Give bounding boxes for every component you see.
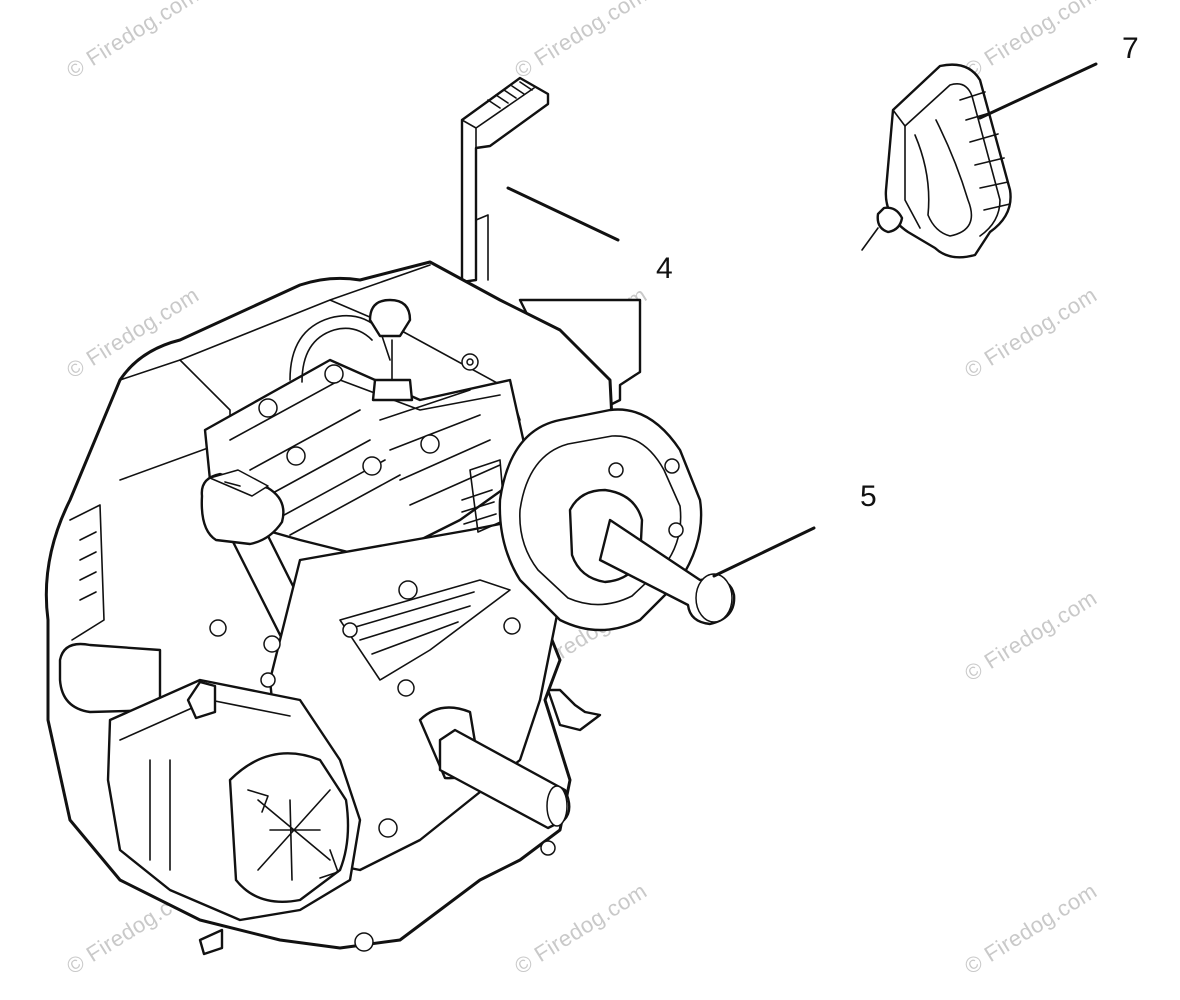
crankshaft (418, 706, 571, 830)
air-filter-housing (58, 642, 362, 956)
starter-handle-part-7 (861, 62, 1098, 259)
leader-line-5 (712, 526, 816, 578)
throttle-lever-part-4 (460, 76, 620, 284)
pto-shaft-part-5 (498, 408, 816, 632)
callout-label-7: 7 (1122, 32, 1139, 65)
leader-line-4 (506, 186, 620, 242)
leader-line-7 (978, 62, 1098, 120)
recoil-starter-side (69, 504, 105, 641)
callout-label-4: 4 (656, 252, 673, 285)
callout-label-5: 5 (860, 480, 877, 513)
